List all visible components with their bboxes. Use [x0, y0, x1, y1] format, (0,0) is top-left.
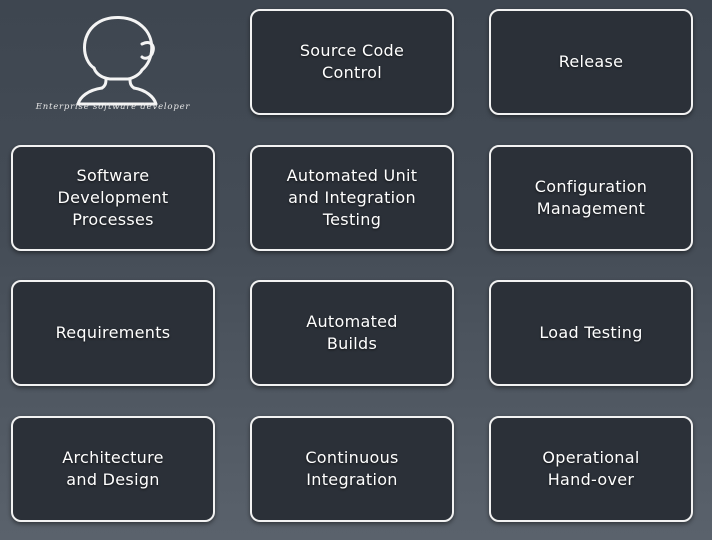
tile-operational-hand-over[interactable]: Operational Hand-over: [489, 416, 693, 522]
tile-source-code-control[interactable]: Source Code Control: [250, 9, 454, 115]
tile-requirements[interactable]: Requirements: [11, 280, 215, 386]
tile-automated-unit-integration-testing[interactable]: Automated Unit and Integration Testing: [250, 145, 454, 251]
tile-automated-builds[interactable]: Automated Builds: [250, 280, 454, 386]
tile-architecture-and-design[interactable]: Architecture and Design: [11, 416, 215, 522]
logo-area: Enterprise software developer: [11, 9, 215, 119]
tile-software-development-processes[interactable]: Software Development Processes: [11, 145, 215, 251]
tile-configuration-management[interactable]: Configuration Management: [489, 145, 693, 251]
tile-continuous-integration[interactable]: Continuous Integration: [250, 416, 454, 522]
tagline: Enterprise software developer: [35, 102, 191, 112]
tile-load-testing[interactable]: Load Testing: [489, 280, 693, 386]
tile-release[interactable]: Release: [489, 9, 693, 115]
developer-avatar-icon: [76, 16, 158, 106]
